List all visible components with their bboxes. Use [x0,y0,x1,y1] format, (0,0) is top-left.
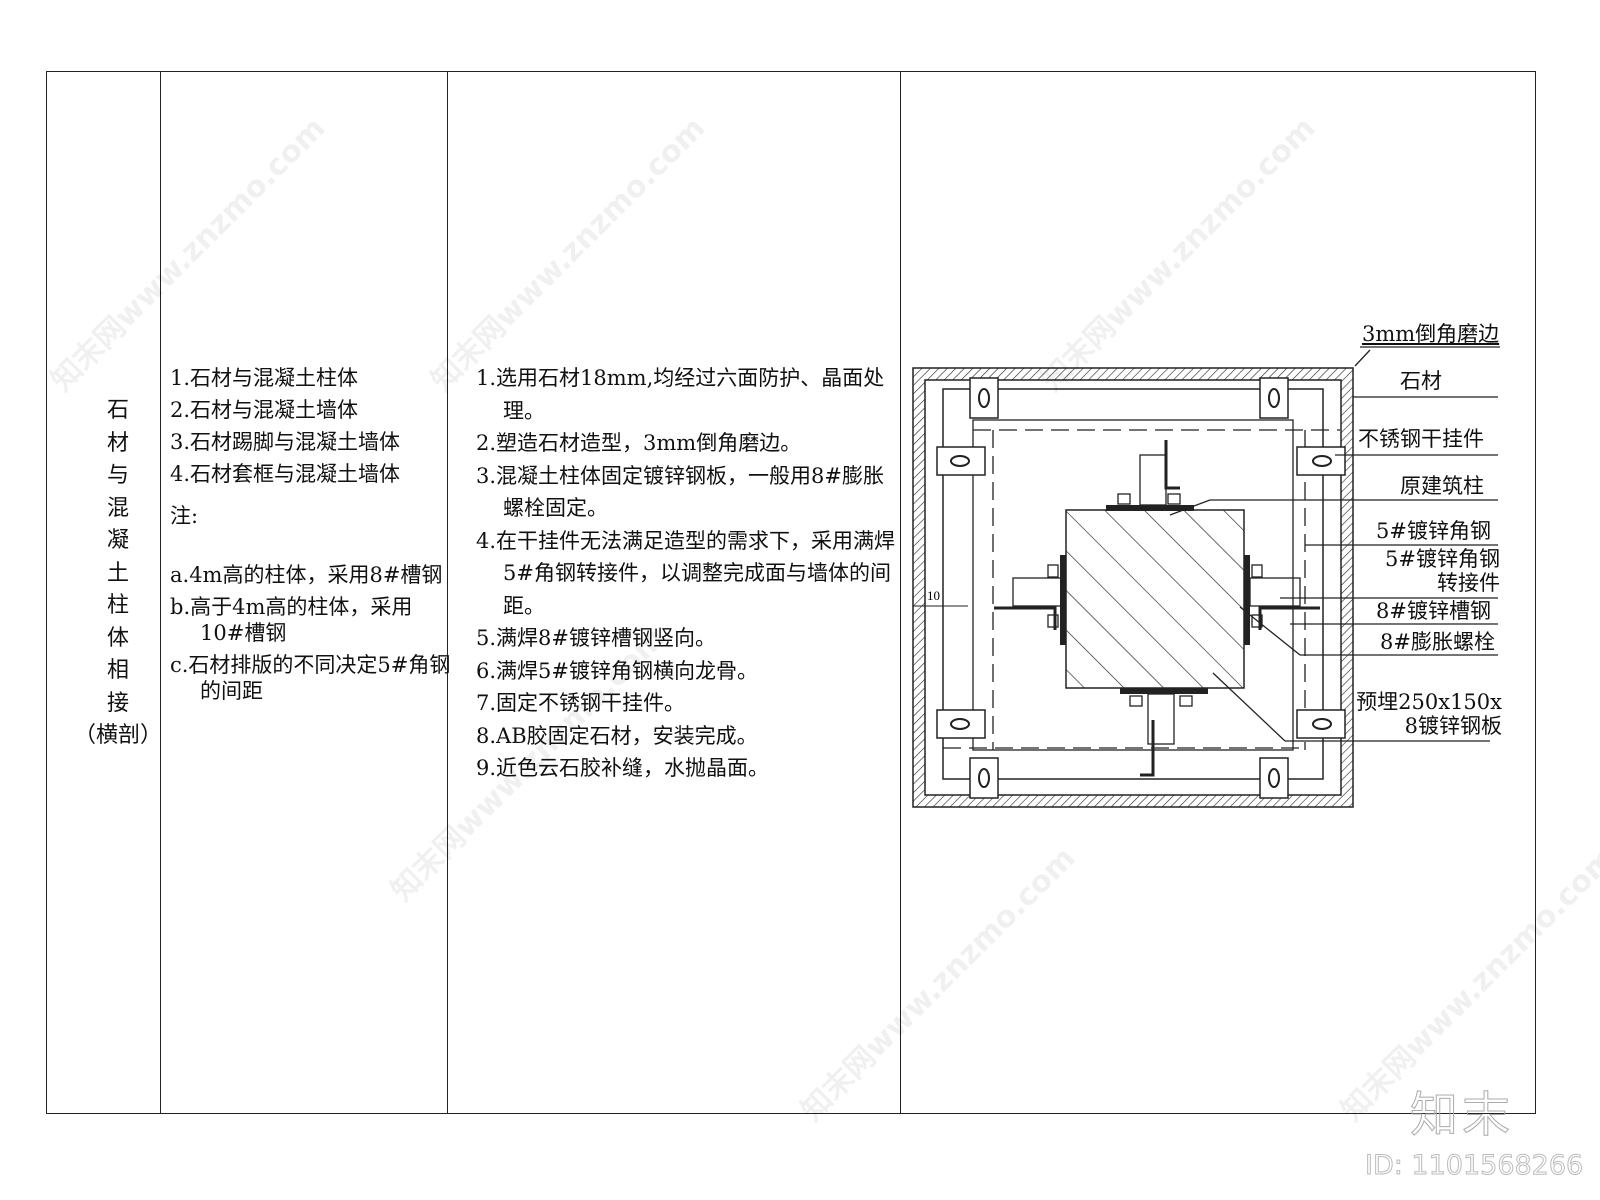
title-char: 体 [106,625,129,651]
callout-line: 5#镀锌角钢 [1385,547,1500,571]
watermark-id: ID: 1101568266 [1364,1150,1584,1182]
steel-frame [942,388,1324,780]
scope-item: 1.石材与混凝土柱体 [170,366,359,390]
title-char: 柱 [106,593,129,618]
step-item: 9.近色云石胶补缝，水抛晶面。 [476,756,770,780]
title-char: 与 [106,463,129,488]
dimension-label: 10 [927,588,940,603]
step-item: 4.在干挂件无法满足造型的需求下，采用满焊5#角钢转接件，以调整完成面与墙体的间… [476,528,896,618]
title-char: 石 [106,398,129,423]
notes-list: a.4m高的柱体，采用8#槽钢 b.高于4m高的柱体，采用10#槽钢 c.石材排… [170,562,455,704]
callout-line: 转接件 [1437,571,1500,595]
callout-embedded-plate: 预埋250x150x 8镀锌钢板 [1356,690,1502,738]
title-char: 接 [106,690,129,716]
step-item: 3.混凝土柱体固定镀锌钢板，一般用8#膨胀螺栓固定。 [476,463,884,521]
title-char: 材 [106,430,129,456]
callout-channel-steel: 8#镀锌槽钢 [1376,599,1491,623]
step-item: 2.塑造石材造型，3mm倒角磨边。 [476,431,802,455]
note-item: c.石材排版的不同决定5#角钢的间距 [170,653,451,703]
callout-angle-transfer: 5#镀锌角钢 转接件 [1376,547,1500,595]
callout-stone: 石材 [1400,369,1442,393]
section-title: 石 材 与 混 凝 土 柱 体 相 接 （横剖） [68,395,168,753]
column-divider [447,71,448,1114]
step-item: 8.AB胶固定石材，安装完成。 [476,723,758,748]
title-char: 土 [106,560,129,586]
stone-cladding [912,367,1354,808]
title-char: 相 [106,658,129,683]
column-section-drawing: 10 [912,346,1500,808]
step-item: 1.选用石材18mm,均经过六面防护、晶面处理。 [476,366,885,423]
drawing-sheet-border [46,71,1536,1114]
scope-list: 1.石材与混凝土柱体 2.石材与混凝土墙体 3.石材踢脚与混凝土墙体 4.石材套… [170,362,455,710]
callout-expansion-bolt: 8#膨胀螺栓 [1380,630,1495,654]
note-item: a.4m高的柱体，采用8#槽钢 [170,563,443,587]
scope-item: 2.石材与混凝土墙体 [170,398,359,422]
step-item: 5.满焊8#镀锌槽钢竖向。 [476,626,716,650]
callout-line: 8镀锌钢板 [1404,714,1502,738]
title-char: 混 [106,495,129,521]
callout-original-column: 原建筑柱 [1400,474,1484,498]
callout-dry-hanger: 不锈钢干挂件 [1358,427,1484,451]
step-item: 6.满焊5#镀锌角钢横向龙骨。 [476,658,758,683]
dry-hangers [936,377,1346,799]
construction-steps: 1.选用石材18mm,均经过六面防护、晶面处理。 2.塑造石材造型，3mm倒角磨… [476,362,901,785]
column-divider [900,71,901,1114]
title-char: 凝 [106,528,129,553]
step-item: 7.固定不锈钢干挂件。 [476,691,686,715]
watermark-logo: 知末 [1409,1087,1515,1144]
note-item: b.高于4m高的柱体，采用10#槽钢 [170,595,413,645]
scope-item: 3.石材踢脚与混凝土墙体 [170,430,401,454]
notes-label: 注: [170,504,199,528]
callout-line: 预埋250x150x [1356,690,1502,714]
title-suffix: （横剖） [73,723,162,748]
column-divider [160,71,161,1114]
leader-lines [1169,346,1500,742]
scope-item: 4.石材套框与混凝土墙体 [170,462,401,486]
callout-chamfer: 3mm倒角磨边 [1362,322,1500,346]
callout-angle-steel: 5#镀锌角钢 [1376,519,1491,543]
concrete-column [1065,509,1245,689]
